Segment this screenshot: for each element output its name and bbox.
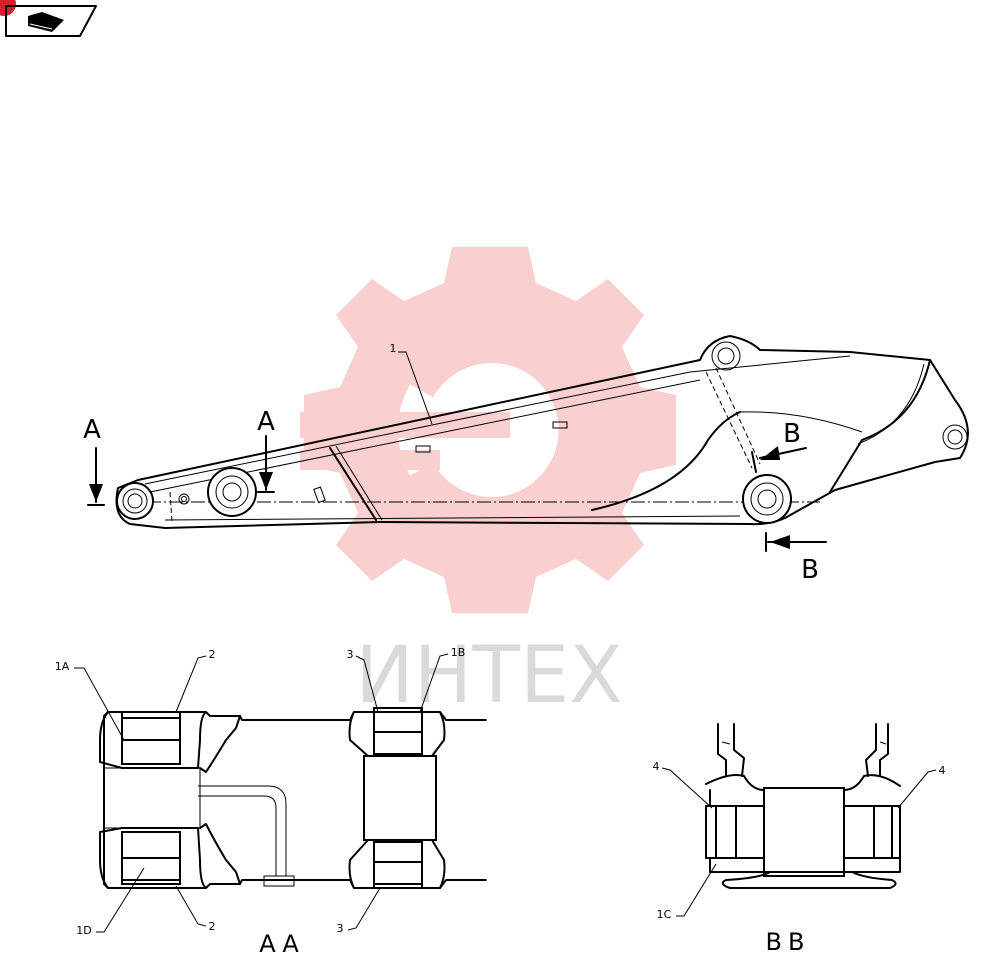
section-a-marker-left: A <box>83 415 105 506</box>
svg-text:B: B <box>801 555 819 585</box>
callout-3-bottom: 3 <box>337 887 381 935</box>
boom-side-view: A A B B 1 <box>83 335 969 585</box>
svg-text:3: 3 <box>337 922 344 935</box>
svg-text:1B: 1B <box>451 646 466 659</box>
section-aa-title: AA <box>259 930 305 958</box>
callout-3-top: 3 <box>347 648 379 713</box>
watermark-text: ИНТЕХ <box>355 631 622 721</box>
section-bb-view: 4 4 1C BB <box>653 723 946 956</box>
corner-marker-icon <box>0 0 16 16</box>
bushing-3-1b <box>373 707 423 755</box>
callout-1b: 1B <box>419 646 466 713</box>
svg-text:A: A <box>257 407 275 437</box>
pin-boss-mid <box>207 467 257 517</box>
bushing-4-left <box>705 805 765 859</box>
callout-1: 1 <box>390 342 433 425</box>
callout-1d: 1D <box>76 867 145 937</box>
svg-text:3: 3 <box>347 648 354 661</box>
svg-text:1: 1 <box>390 342 397 355</box>
svg-text:2: 2 <box>209 648 216 661</box>
svg-text:1D: 1D <box>76 924 91 937</box>
svg-text:4: 4 <box>653 760 660 773</box>
svg-text:4: 4 <box>939 764 946 777</box>
callout-1c: 1C <box>657 863 717 921</box>
section-b-marker-bottom: B <box>765 532 827 585</box>
section-a-marker-top: A <box>257 407 275 493</box>
svg-text:B: B <box>783 419 801 449</box>
svg-text:2: 2 <box>209 920 216 933</box>
bushing-3-bottom <box>373 841 423 889</box>
svg-text:1A: 1A <box>55 660 70 673</box>
watermark: ИНТЕХ <box>300 247 676 721</box>
callout-4-left: 4 <box>653 760 713 809</box>
pin-boss-rear <box>742 474 792 524</box>
svg-text:1C: 1C <box>657 908 672 921</box>
section-b-marker-top: B <box>751 419 807 473</box>
pin-boss-top <box>711 341 741 371</box>
pin-boss-end <box>942 424 968 450</box>
watermark-gear-icon <box>300 247 676 613</box>
book-page-icon <box>28 12 64 32</box>
svg-text:A: A <box>83 415 101 445</box>
bushing-1d-2 <box>121 831 181 885</box>
callout-2-bottom: 2 <box>175 885 216 933</box>
callout-1a: 1A <box>55 660 125 741</box>
corner-badge <box>0 0 97 37</box>
bushing-1a-2 <box>121 711 181 765</box>
pin-boss-front <box>116 482 154 520</box>
section-bb-title: BB <box>766 928 811 956</box>
section-aa-view: 1A 2 3 1B 1D 2 3 AA <box>55 646 487 958</box>
callout-2-top: 2 <box>175 648 216 713</box>
boom-outline <box>115 335 969 529</box>
bushing-4-right <box>843 805 901 859</box>
callout-4-right: 4 <box>897 764 946 809</box>
